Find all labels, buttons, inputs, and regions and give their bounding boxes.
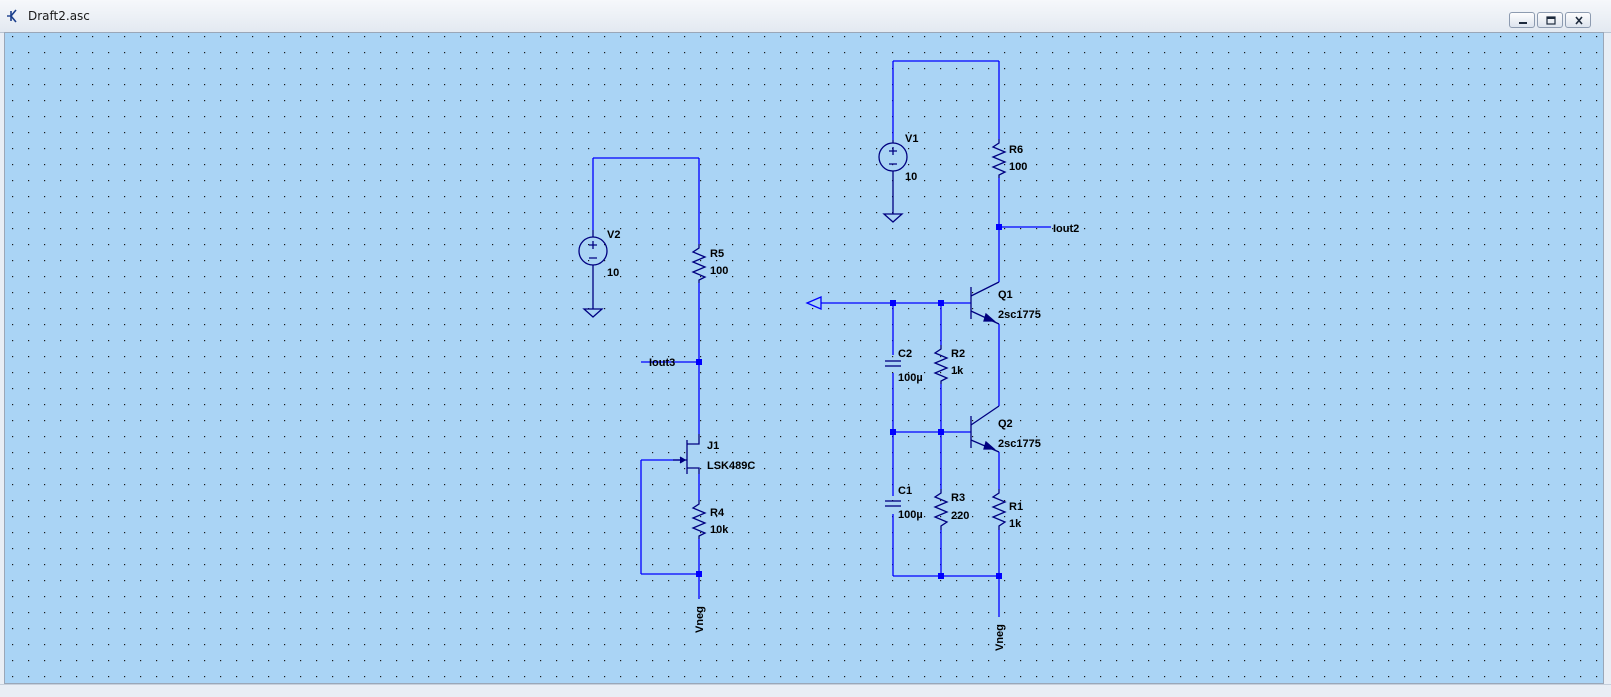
r2-name: R2 <box>951 348 965 360</box>
capacitor-c1[interactable] <box>885 500 901 507</box>
junction-dot <box>890 300 896 306</box>
c2-name: C2 <box>898 348 912 360</box>
v1-value: 10 <box>905 171 917 183</box>
ground-icon <box>882 201 904 223</box>
c1-value: 100µ <box>898 509 923 521</box>
r3-name: R3 <box>951 492 965 504</box>
resistor-r4[interactable] <box>691 500 707 539</box>
q1-name: Q1 <box>998 289 1013 301</box>
npn-transistor-q2[interactable] <box>970 405 1000 453</box>
net-label-vneg-right[interactable]: Vneg <box>994 624 1006 651</box>
capacitor-c2[interactable] <box>885 360 901 367</box>
npn-transistor-q1[interactable] <box>970 281 1000 325</box>
v2-value: 10 <box>607 267 619 279</box>
r1-value: 1k <box>1009 518 1022 530</box>
junction-dot <box>696 359 702 365</box>
c2-value: 100µ <box>898 372 923 384</box>
title-bar[interactable]: Draft2.asc <box>0 0 1611 33</box>
q1-value: 2sc1775 <box>998 309 1041 321</box>
net-label-vneg-left[interactable]: Vneg <box>694 606 706 633</box>
canvas-grid <box>5 33 1603 683</box>
net-label-iout2[interactable]: Iout2 <box>1053 223 1079 235</box>
resistor-r5[interactable] <box>691 244 707 283</box>
schematic-drawing[interactable]: V2 10 R5 100 Iout3 J1 LSK489C R4 10k <box>5 33 1603 683</box>
r4-name: R4 <box>710 507 725 519</box>
q2-value: 2sc1775 <box>998 438 1041 450</box>
jfet-j1[interactable] <box>673 434 700 474</box>
r1-name: R1 <box>1009 501 1023 513</box>
r3-value: 220 <box>951 510 969 522</box>
junction-dot <box>938 300 944 306</box>
close-button[interactable] <box>1565 12 1591 28</box>
r6-value: 100 <box>1009 161 1027 173</box>
junction-dot <box>996 573 1002 579</box>
close-icon <box>1575 16 1583 25</box>
r4-value: 10k <box>710 524 729 536</box>
j1-value: LSK489C <box>707 460 755 472</box>
restore-button[interactable] <box>1537 12 1563 28</box>
resistor-r2[interactable] <box>933 345 949 384</box>
net-label-iout3[interactable]: Iout3 <box>649 357 675 369</box>
window-title: Draft2.asc <box>28 9 90 23</box>
status-strip <box>0 684 1611 697</box>
junction-dot <box>890 429 896 435</box>
v1-name: V1 <box>905 133 918 145</box>
r2-value: 1k <box>951 365 964 377</box>
r5-value: 100 <box>710 265 728 277</box>
junction-dot <box>938 429 944 435</box>
voltage-source-v1[interactable] <box>878 140 908 223</box>
resistor-r1[interactable] <box>991 489 1007 530</box>
j1-name: J1 <box>707 440 719 452</box>
voltage-source-v2[interactable] <box>578 230 608 318</box>
junction-dot <box>996 224 1002 230</box>
r6-name: R6 <box>1009 144 1023 156</box>
schematic-canvas[interactable]: V2 10 R5 100 Iout3 J1 LSK489C R4 10k <box>4 32 1604 684</box>
input-port-icon[interactable] <box>805 296 822 310</box>
junction-dot <box>938 573 944 579</box>
q2-name: Q2 <box>998 418 1013 430</box>
c1-name: C1 <box>898 485 912 497</box>
restore-icon <box>1546 16 1556 25</box>
r5-name: R5 <box>710 248 724 260</box>
minimize-button[interactable] <box>1509 12 1535 28</box>
junction-dot <box>696 571 702 577</box>
minimize-icon <box>1519 22 1527 24</box>
ltspice-schematic-icon <box>7 9 17 23</box>
v2-name: V2 <box>607 229 620 241</box>
ground-icon <box>582 293 604 318</box>
resistor-r3[interactable] <box>933 489 949 530</box>
resistor-r6[interactable] <box>991 139 1007 178</box>
